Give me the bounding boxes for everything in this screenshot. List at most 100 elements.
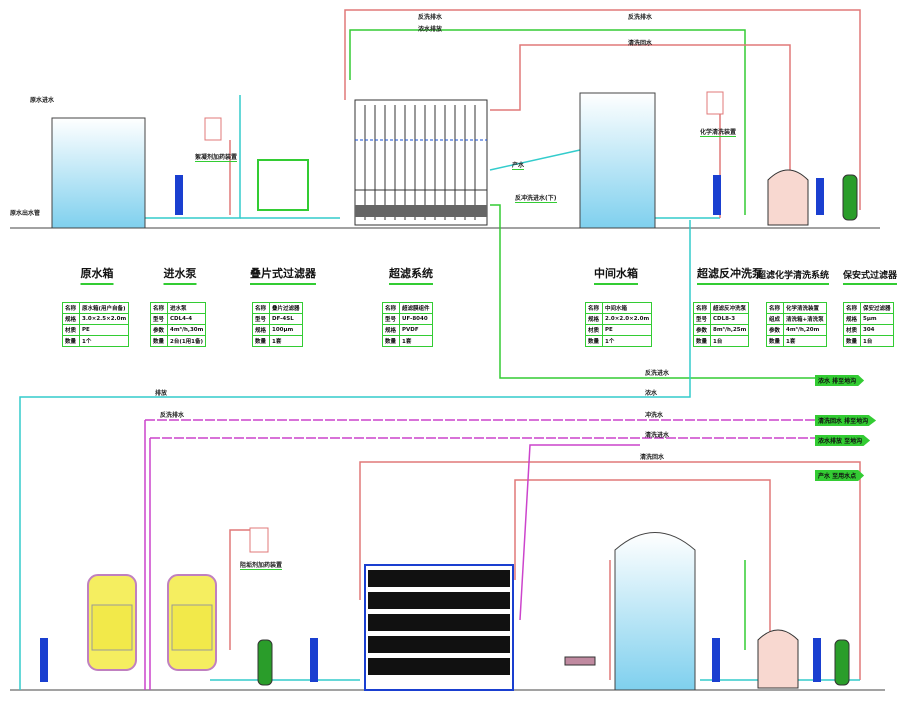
spec-value: 5μm (860, 313, 894, 325)
cartridge-filter-3 (834, 639, 850, 686)
spec-value: 保安过滤器 (860, 302, 894, 314)
spec-value: 2台(1用1备) (166, 335, 207, 347)
rinse-label: 冲洗水 (645, 412, 664, 419)
raw-in-label: 原水进水 (30, 97, 55, 104)
spec-value: 化学清洗装置 (783, 302, 827, 314)
spec-key: 名称 (150, 302, 168, 314)
outlet-tag-3: 浓水排放 至地沟 (815, 435, 871, 446)
spec-value: 1套 (783, 335, 827, 347)
back-out-label: 反洗排水 (160, 412, 185, 419)
spec-row: 名称超滤反冲洗泵 (693, 302, 750, 314)
spec-key: 名称 (62, 302, 80, 314)
raw-water-tank (51, 117, 146, 229)
spec-key: 型号 (150, 313, 168, 325)
spec-value: 8m³/h,25m (709, 324, 750, 336)
spec-value: 1个 (601, 335, 653, 347)
spec-value: UF-8040 (399, 313, 433, 325)
spec-key: 数量 (252, 335, 270, 347)
spec-value: 进水泵 (166, 302, 207, 314)
spec-value: 超滤反冲洗泵 (709, 302, 750, 314)
top-red-label-2: 反洗排水 (628, 14, 653, 21)
equipment-title: 原水箱 (80, 265, 114, 285)
spec-key: 参数 (150, 324, 168, 336)
spec-row: 名称化学清洗装置 (766, 302, 827, 314)
spec-key: 名称 (693, 302, 711, 314)
outlet-tag-2: 清洗回水 排至地沟 (815, 415, 877, 426)
spec-key: 规格 (252, 324, 270, 336)
spec-row: 组成清洗箱+清洗泵 (766, 313, 827, 325)
equipment-title: 进水泵 (163, 265, 197, 285)
spec-value: 100μm (269, 324, 303, 336)
spec-value: CDL4-4 (166, 313, 207, 325)
spec-value: 原水箱(用户自备) (78, 302, 130, 314)
spec-value: PVDF (399, 324, 433, 336)
spec-key: 名称 (585, 302, 603, 314)
drain-label: 排放 (155, 390, 168, 397)
intermediate-tank (579, 92, 656, 229)
equipment-title: 超滤化学清洗系统 (756, 268, 830, 285)
chem-label: 化学清洗装置 (700, 129, 737, 137)
media-filter-2 (167, 574, 217, 671)
spec-value: 1个 (78, 335, 130, 347)
cartridge-filter-1 (842, 174, 858, 221)
spec-key: 规格 (585, 313, 603, 325)
media-filter-1 (87, 574, 137, 671)
spec-key: 名称 (843, 302, 861, 314)
spec-row: 名称超滤膜组件 (382, 302, 433, 314)
spec-value: 4m³/h,30m (166, 324, 207, 336)
equipment-title: 保安式过滤器 (842, 268, 898, 285)
spec-value: 1台 (709, 335, 750, 347)
disc-filter (257, 159, 309, 211)
top-green-label-2: 清洗回水 (628, 40, 653, 47)
spec-key: 组成 (766, 313, 784, 325)
spec-key: 数量 (843, 335, 861, 347)
spec-key: 参数 (693, 324, 711, 336)
cleaning-tank-1 (767, 169, 809, 226)
spec-value: PE (601, 324, 653, 336)
equipment-title: 叠片式过滤器 (250, 265, 316, 285)
spec-key: 数量 (150, 335, 168, 347)
spec-value: 中间水箱 (601, 302, 653, 314)
spec-key: 数量 (766, 335, 784, 347)
cartridge-filter-2 (257, 639, 273, 686)
spec-value: 清洗箱+清洗泵 (783, 313, 827, 325)
equipment-title: 超滤系统 (389, 265, 433, 285)
spec-key: 数量 (585, 335, 603, 347)
spec-row: 名称中间水箱 (585, 302, 653, 314)
ro-membrane-rack (364, 564, 514, 691)
spec-value: 1台 (860, 335, 894, 347)
pumps (40, 175, 824, 682)
spec-value: 304 (860, 324, 894, 336)
spec-value: PE (78, 324, 130, 336)
dosing-tank-2 (706, 91, 724, 115)
spec-value: 1套 (399, 335, 433, 347)
spec-row: 名称原水箱(用户自备) (62, 302, 130, 314)
outlet-tag-4: 产水 至用水点 (815, 470, 865, 481)
dosing2-label: 阻垢剂加药装置 (240, 562, 283, 570)
clean-in-label: 清洗进水 (645, 432, 670, 439)
conc-label: 浓水 (645, 390, 658, 397)
back-in-label: 反洗进水 (645, 370, 670, 377)
spec-value: 叠片过滤器 (269, 302, 303, 314)
